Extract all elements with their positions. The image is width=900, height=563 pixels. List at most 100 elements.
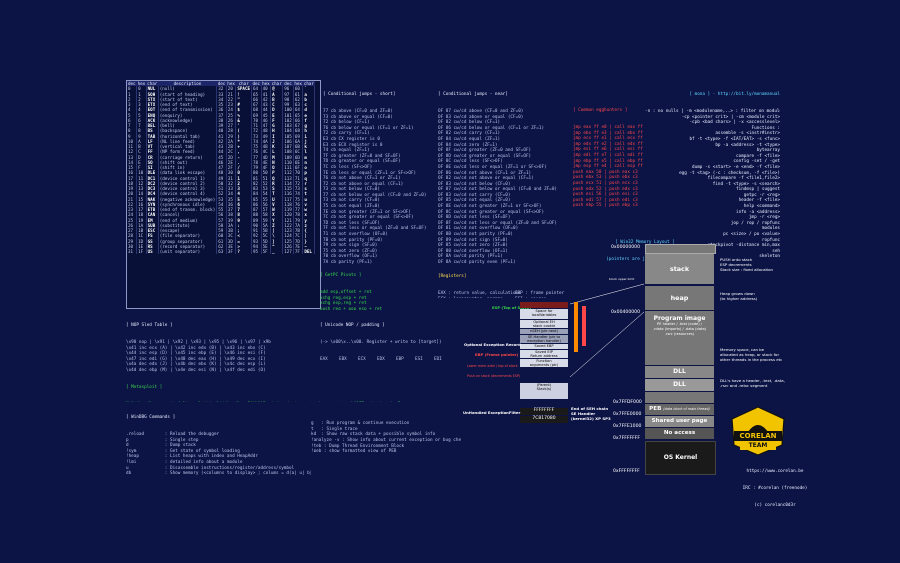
jump-short-item: 73 cb not below (CF=0) — [323, 187, 380, 193]
jumps-short-panel: [ Conditional jumps - short] 77 cb above… — [323, 81, 435, 264]
ascii-cell: SOH — [146, 91, 159, 97]
jump-short-item: 70 cb overflow (OF=1) — [323, 254, 378, 260]
ascii-cell: = — [235, 238, 252, 244]
ascii-cell: [ — [270, 228, 284, 234]
ascii-cell: 39 — [226, 217, 237, 223]
egghunter-item: push edi 57 | push edi c3 — [573, 197, 638, 203]
ascii-cell: (file separator) — [158, 233, 218, 239]
ascii-cell: 9 — [136, 133, 147, 139]
ascii-cell: 79 — [251, 165, 262, 171]
ascii-cell: $ — [235, 107, 252, 113]
mona-item: -cpb <bad chars> | -x <accesslevel> — [689, 120, 780, 126]
ascii-cell: 9 — [127, 133, 138, 139]
ascii-cell: C — [136, 149, 147, 155]
ascii-cell: _ — [270, 249, 284, 255]
ascii-cell: 5A — [261, 222, 272, 228]
egghunter-item: push esi 56 | push esi c3 — [573, 192, 638, 198]
jump-short-item: 7E cb less or equal (ZF=1 or SF<>OF) — [323, 170, 417, 176]
ascii-cell: (shift out) — [158, 159, 218, 165]
jump-short-item: 77 cb not below or equal (CF=0 and ZF=0) — [323, 192, 427, 198]
mona-item: -cp <pointer crit> | -cm <module crit> — [681, 114, 780, 120]
mona-item: bytearray — [756, 148, 780, 154]
ascii-cell: (device control 3) — [158, 186, 218, 192]
ascii-cell: 121 — [282, 217, 294, 223]
ascii-cell: w — [302, 207, 316, 213]
ascii-cell: 57 — [216, 217, 227, 223]
stack-frame-top — [520, 302, 568, 308]
ascii-cell: 105 — [282, 133, 294, 139]
ascii-cell: 22 — [226, 96, 237, 102]
jump-short-item: 74 cb equal (ZF=1) — [323, 148, 370, 154]
jump-short-item: 72 cb below (CF=1) — [323, 120, 370, 126]
footer-url[interactable]: https://www.corelan.be — [746, 469, 804, 475]
ascii-cell: 26 — [226, 117, 237, 123]
program-image-detail: PE header / .text (code) / .rdata (impor… — [652, 322, 707, 336]
ascii-cell: 1F — [136, 249, 147, 255]
jump-near-item: OF 83 cw/cd above or equal (CF=0) — [438, 114, 524, 120]
ascii-cell: 120 — [282, 212, 294, 218]
ascii-cell: H — [270, 128, 284, 134]
mona-item: compare -f <file> — [736, 153, 780, 159]
ascii-cell: 51 — [261, 175, 272, 181]
mona-item: help <command> — [743, 204, 780, 210]
jump-near-item: OF 8E cw/cd not greater (ZF=1 or SF<>OF) — [438, 204, 542, 210]
memory-top-bar — [645, 244, 716, 254]
ascii-cell: 21 — [127, 196, 138, 202]
ascii-cell: (null) — [158, 86, 218, 92]
ascii-cell: D — [270, 107, 284, 113]
ascii-cell: ? — [235, 249, 252, 255]
jump-near-item: OF 8A cw/cd parity (PF=1) — [438, 254, 503, 260]
nop-sled-item: \x4a dec edx (J) | \x4b dec ebx (K) | \x… — [126, 362, 266, 368]
ascii-cell: V — [270, 201, 284, 207]
ascii-cell: 80 — [251, 170, 262, 176]
egghunter-item: jmp esp ff e4 | call esp ff d4 — [573, 164, 645, 170]
ascii-cell: 101 — [282, 112, 294, 118]
ascii-cell: 42 — [216, 138, 227, 144]
ascii-cell: 43 — [216, 144, 227, 150]
ascii-cell: 33 — [226, 186, 237, 192]
windbg-item: g : Run program & continue execution — [311, 421, 410, 427]
jumps-short-list: 77 cb above (CF=0 and ZF=0)73 cb above o… — [323, 109, 435, 264]
getpc-item: xchg esp,reg + ret — [320, 301, 367, 307]
ascii-cell: 14 — [127, 159, 138, 165]
ascii-cell: 20 — [127, 191, 138, 197]
ascii-cell: 122 — [282, 222, 294, 228]
ascii-cell: DC4 — [146, 191, 159, 197]
ascii-cell: 71 — [251, 123, 262, 129]
jumps-short-title: [ Conditional jumps - short] — [323, 92, 396, 98]
ascii-cell: 4 — [235, 191, 252, 197]
windbg-item: !lmi : detailed info about a module — [126, 459, 243, 465]
jump-short-item: 76 cb not above (CF=1 or ZF=1) — [323, 176, 401, 182]
ascii-cell: 5F — [261, 249, 272, 255]
jump-near-item: OF 87 cw/cd above (CF=0 and ZF=0) — [438, 108, 524, 114]
ascii-cell: 2B — [226, 144, 237, 150]
ascii-cell: 72 — [293, 180, 304, 186]
addr-0x00000000: 0x00000000 — [611, 245, 641, 250]
windbg-item: p : Single step — [126, 437, 199, 443]
ascii-cell: 47 — [261, 123, 272, 129]
ascii-cell: 117 — [282, 196, 294, 202]
addr-0xffffffff: 0xFFFFFFFF — [613, 469, 640, 474]
stack-frame-item: SE Handler (ptr to exception handler) — [520, 335, 568, 343]
ascii-cell: 57 — [261, 207, 272, 213]
ascii-cell: 38 — [226, 212, 237, 218]
jump-near-item: OF 8C cw/cd not greater or equal (SF<>OF… — [438, 209, 545, 215]
ascii-cell: VT — [146, 144, 159, 150]
egghunter-item: jmp ebp ff e5 | call ebp ff d5 — [573, 158, 645, 164]
register-item: EBP : frame pointer — [515, 290, 565, 296]
ascii-cell: 53 — [216, 196, 227, 202]
memory-block-os-kernel: OS Kernel — [645, 441, 716, 475]
ascii-cell: 68 — [293, 128, 304, 134]
ascii-cell: 124 — [282, 233, 294, 239]
ascii-cell: 49 — [216, 175, 227, 181]
jump-near-item: OF 8A cw/cd parity even (PF=1) — [438, 260, 516, 264]
ascii-cell: 29 — [226, 133, 237, 139]
ascii-cell: 108 — [282, 149, 294, 155]
ascii-cell: 2F — [226, 165, 237, 171]
ascii-cell: 17 — [136, 207, 147, 213]
